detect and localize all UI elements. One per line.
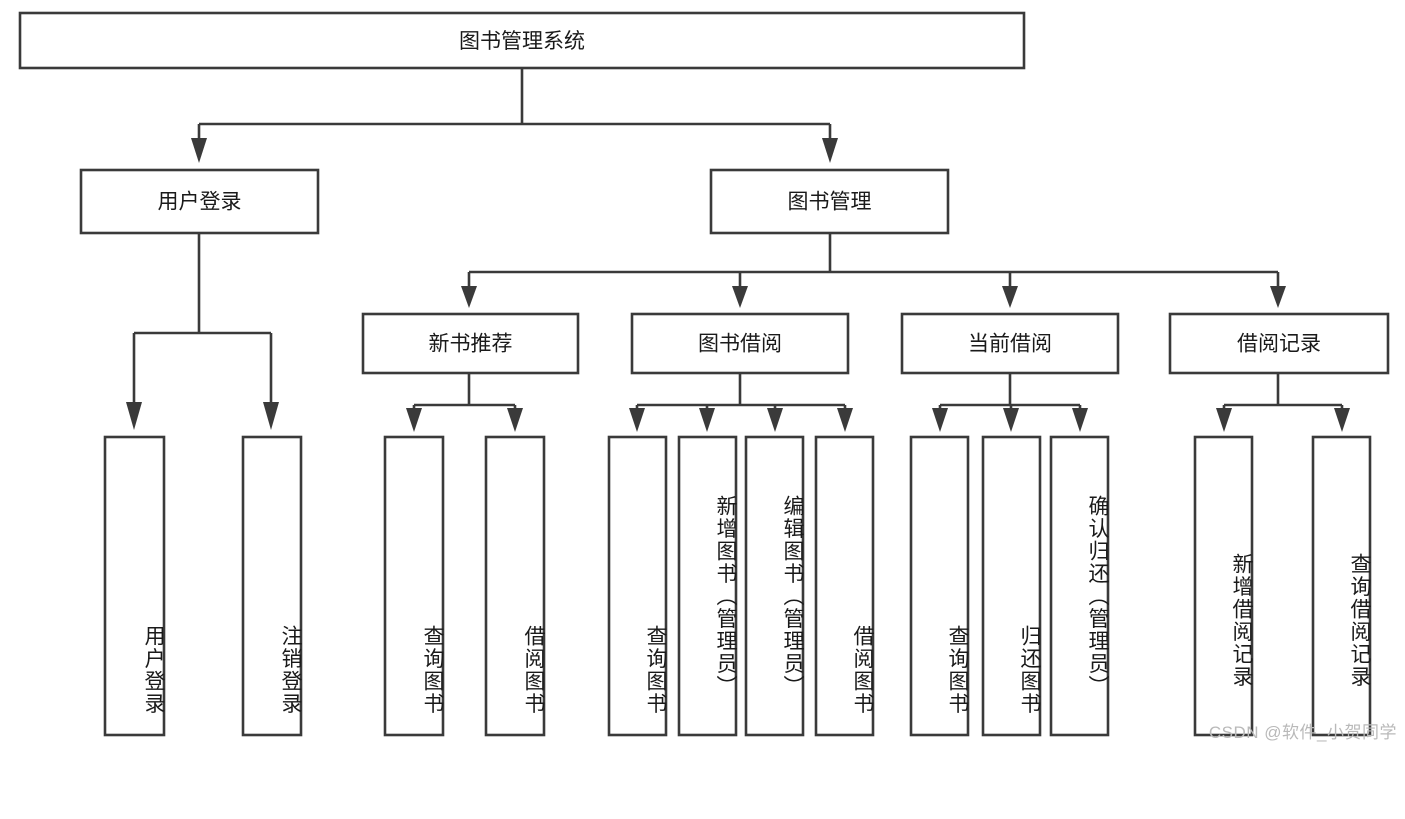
node-leaf-borrow-book-1-box[interactable]	[484, 435, 546, 737]
node-book-borrow-label: 图书借阅	[698, 333, 782, 356]
node-leaf-query-borrow-record-box[interactable]	[1311, 435, 1372, 737]
node-leaf-edit-book-admin-box[interactable]	[744, 435, 805, 737]
node-current-borrow[interactable]: 当前借阅	[900, 312, 1120, 375]
arrow-head-book-manage	[822, 138, 838, 163]
node-leaf-return-book-box[interactable]	[981, 435, 1042, 737]
arrow-head-leaf-query-book-3	[932, 408, 948, 432]
diagram-canvas-root: 图书管理系统 用户登录 图书管理 新书推荐 图书借阅 当前借阅 借阅记录	[18, 11, 1397, 742]
node-book-manage-box[interactable]	[709, 168, 950, 235]
node-leaf-query-book-3-box[interactable]	[909, 435, 970, 737]
node-user-login[interactable]: 用户登录	[79, 168, 320, 235]
arrow-head-leaf-add-borrow-record	[1216, 408, 1232, 432]
node-leaf-confirm-return-admin-box[interactable]	[1049, 435, 1110, 737]
node-new-book-recommend[interactable]: 新书推荐	[361, 312, 580, 375]
node-new-book-recommend-box[interactable]	[361, 312, 580, 375]
node-book-manage[interactable]: 图书管理	[709, 168, 950, 235]
node-user-login-box[interactable]	[79, 168, 320, 235]
arrow-head-borrow-record	[1270, 286, 1286, 308]
node-user-login-label: 用户登录	[158, 191, 242, 214]
arrow-head-leaf-query-book-2	[629, 408, 645, 432]
arrow-head-leaf-logout	[263, 402, 279, 430]
node-current-borrow-label: 当前借阅	[968, 333, 1052, 356]
node-borrow-record[interactable]: 借阅记录	[1168, 312, 1390, 375]
arrow-head-book-borrow	[732, 286, 748, 308]
arrow-head-leaf-user-login	[126, 402, 142, 430]
arrow-head-user-login	[191, 138, 207, 163]
node-leaf-query-book-1-box[interactable]	[383, 435, 445, 737]
node-borrow-record-label: 借阅记录	[1237, 333, 1321, 356]
connector-group-current-borrow-to-leaves	[932, 373, 1088, 432]
node-root[interactable]: 图书管理系统	[18, 11, 1026, 70]
connector-group-borrow-record-to-leaves	[1216, 373, 1350, 432]
csdn-watermark: CSDN @软件_小贺同学	[1208, 723, 1397, 742]
arrow-head-leaf-confirm-return-admin	[1072, 408, 1088, 432]
node-new-book-recommend-label: 新书推荐	[429, 333, 513, 356]
arrow-head-leaf-return-book	[1003, 408, 1019, 432]
leaf-box-group	[103, 435, 1372, 737]
node-leaf-add-borrow-record-box[interactable]	[1193, 435, 1254, 737]
connector-group-book-borrow-to-leaves	[629, 373, 853, 432]
node-leaf-borrow-book-2-box[interactable]	[814, 435, 875, 737]
node-book-borrow-box[interactable]	[630, 312, 850, 375]
connector-group-root-to-level2	[191, 68, 838, 163]
node-book-borrow[interactable]: 图书借阅	[630, 312, 850, 375]
connector-group-user-login-to-leaves	[126, 233, 279, 430]
arrow-head-leaf-edit-book-admin	[767, 408, 783, 432]
node-leaf-user-login-box[interactable]	[103, 435, 166, 737]
arrow-head-leaf-borrow-book-2	[837, 408, 853, 432]
node-root-box[interactable]	[18, 11, 1026, 70]
node-root-label: 图书管理系统	[459, 30, 585, 53]
node-leaf-add-book-admin-box[interactable]	[677, 435, 738, 737]
arrow-head-new-book-recommend	[461, 286, 477, 308]
hierarchy-diagram: 图书管理系统 用户登录 图书管理 新书推荐 图书借阅 当前借阅 借阅记录	[18, 11, 1390, 737]
arrow-head-leaf-borrow-book-1	[507, 408, 523, 432]
node-borrow-record-box[interactable]	[1168, 312, 1390, 375]
node-book-manage-label: 图书管理	[788, 191, 872, 214]
arrow-head-leaf-query-borrow-record	[1334, 408, 1350, 432]
node-current-borrow-box[interactable]	[900, 312, 1120, 375]
node-leaf-query-book-2-box[interactable]	[607, 435, 668, 737]
connector-group-new-book-recommend-to-leaves	[406, 373, 523, 432]
arrow-head-leaf-query-book-1	[406, 408, 422, 432]
arrow-head-leaf-add-book-admin	[699, 408, 715, 432]
arrow-head-current-borrow	[1002, 286, 1018, 308]
node-leaf-logout-box[interactable]	[241, 435, 303, 737]
connector-group-book-manage-to-level3	[461, 233, 1286, 308]
